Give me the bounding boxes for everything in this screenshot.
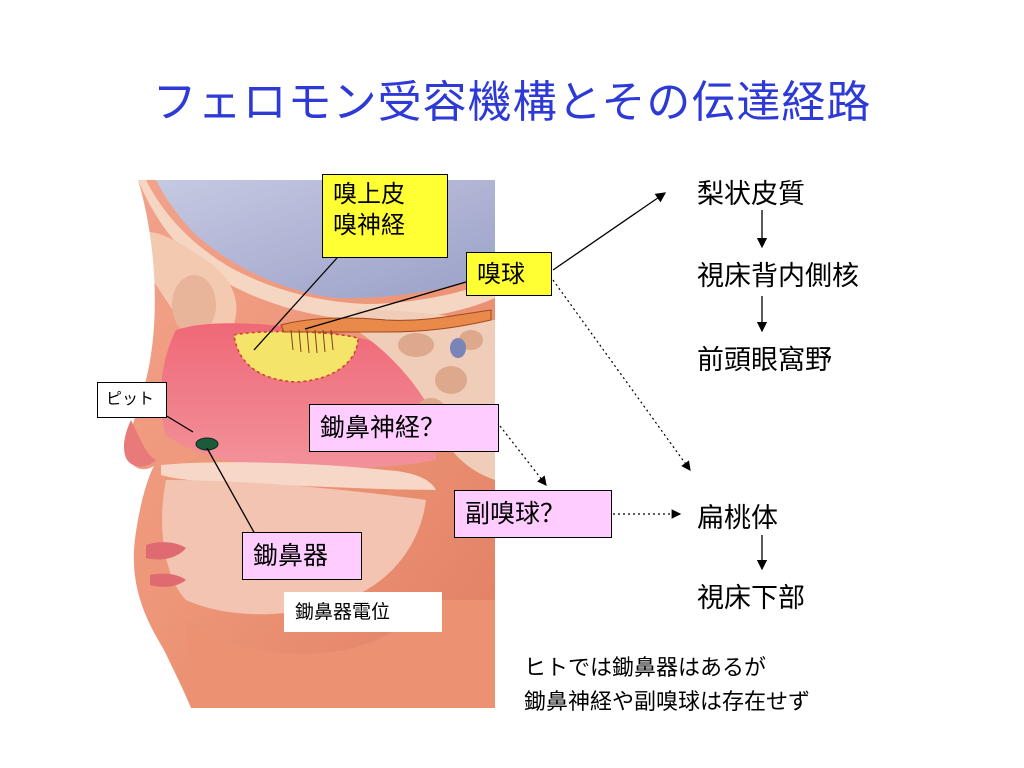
olfactory-bulb-label: 嗅球 bbox=[466, 252, 552, 296]
olfactory-label-box: 嗅上皮 嗅神経 bbox=[322, 174, 448, 258]
pathway-mediodorsal-thalamus: 視床背内側核 bbox=[697, 261, 859, 292]
slide-title: フェロモン受容機構とその伝達経路 bbox=[152, 77, 872, 128]
accessory-olfactory-bulb-label: 副嗅球？ bbox=[454, 490, 612, 538]
arrow-nerve-to-accessory bbox=[499, 425, 547, 486]
olfactory-nerve-label: 嗅神経 bbox=[333, 211, 405, 240]
vomeronasal-organ-label: 鋤鼻器 bbox=[242, 532, 362, 580]
vomeronasal-potential-label: 鋤鼻器電位 bbox=[284, 592, 442, 632]
pathway-piriform-cortex: 梨状皮質 bbox=[697, 179, 805, 210]
olfactory-epithelium-label: 嗅上皮 bbox=[333, 180, 405, 208]
arrow-bulb-to-amygdala bbox=[552, 279, 691, 471]
pit-label: ピット bbox=[97, 382, 167, 418]
pathway-amygdala: 扁桃体 bbox=[697, 503, 778, 534]
vomeronasal-nerve-label: 鋤鼻神経？ bbox=[309, 404, 499, 452]
note-line-2: 鋤鼻神経や副嗅球は存在せず bbox=[524, 690, 811, 715]
pathway-hypothalamus: 視床下部 bbox=[697, 583, 805, 614]
pathway-orbitofrontal-cortex: 前頭眼窩野 bbox=[697, 345, 832, 376]
arrow-bulb-to-piriform bbox=[552, 192, 667, 271]
note-line-1: ヒトでは鋤鼻器はあるが bbox=[524, 656, 767, 681]
